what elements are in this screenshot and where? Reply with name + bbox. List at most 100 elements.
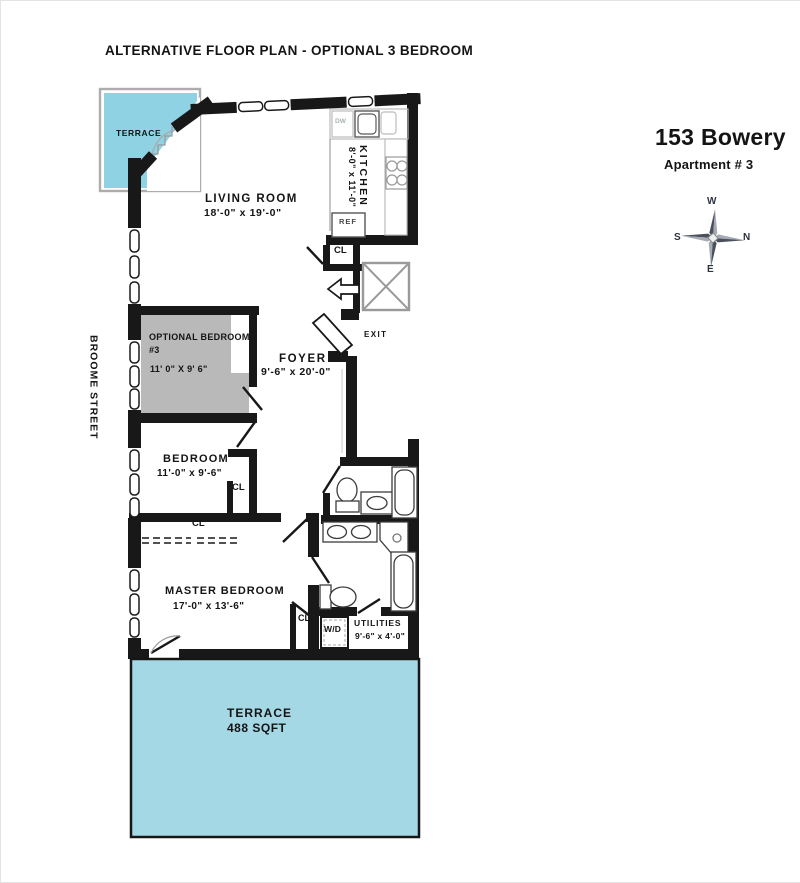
door-leaves [150,246,381,655]
kitchen-bottom-wall [326,235,418,245]
door-bathroom-2 [310,556,331,584]
window-icon [129,281,140,304]
kitchen-right-wall [407,93,418,243]
exit-label: EXIT [364,330,388,339]
toilet-tank [335,500,360,513]
kitchen-label: KITCHEN [357,145,369,208]
building-name: 153 Bowery [655,124,786,150]
window-icon [129,341,140,364]
foyer-label: FOYER [279,353,327,365]
apartment-number: Apartment # 3 [664,157,754,172]
bathroom-1-fixtures [335,466,418,519]
stove-icon [385,156,408,190]
door-kitchen-closet [306,246,324,265]
window-icon [129,497,140,518]
optional-bedroom-bottom-wall [128,413,257,423]
window-icon [129,473,140,496]
terrace-door-swing-arc [150,635,181,654]
compass-rose [681,209,745,267]
kitchen-counter [329,108,409,140]
living-room-dims: 18'-0" x 19'-0" [204,207,282,219]
closet-label-master: CL [298,613,310,623]
door-master-bedroom [282,518,308,543]
bedroom-label: BEDROOM [163,453,229,465]
exit-door-leaf [311,312,354,356]
compass-west-label: W [707,196,717,207]
master-closet-wall [290,604,296,649]
window-icon [263,99,290,112]
window-icon [129,617,140,638]
page-title: ALTERNATIVE FLOOR PLAN - OPTIONAL 3 BEDR… [105,43,474,58]
bathroom-2-fixtures [319,521,417,612]
sink-icon [350,524,372,540]
compass-east-label: E [707,264,714,275]
diagonal-wall [170,96,215,133]
left-wall [128,518,141,568]
refrigerator-label: REF [339,217,357,226]
kitchen-label-block: KITCHEN 8'-0" x 11'-0" [347,145,369,207]
door-utilities [357,597,381,615]
compass-north-label: N [743,232,751,243]
upper-terrace [98,87,202,193]
sink-icon [326,524,348,540]
foyer-right-wall [346,356,357,459]
upper-terrace-label: TERRACE [116,128,162,138]
left-windows [129,229,140,638]
washer-dryer [320,616,349,649]
shower-icon [379,521,409,555]
dishwasher-label: DW [335,118,346,125]
kitchen-sink-icon [354,110,380,138]
window-icon [129,593,140,616]
entry-arrow-icon [326,277,360,301]
kitchen-dims: 8'-0" x 11'-0" [347,147,357,208]
bedroom-dims: 11'-0" x 9'-6" [157,468,222,479]
door-bedroom [236,421,256,448]
window-icon [129,229,140,253]
bottom-wall [179,649,419,659]
closet-label-kitchen: CL [334,245,347,256]
washer-dryer-label: W/D [324,624,342,634]
optional-bedroom-dims: 11' 0" X 9' 6" [150,364,208,374]
master-bedroom-dims: 17'-0" x 13'-6" [173,601,245,612]
lower-terrace-floor [129,657,421,839]
hall-wall [129,513,281,522]
optional-bedroom-room [141,315,249,413]
lower-terrace-label: TERRACE [227,706,293,720]
window-icon [129,365,140,388]
closet-label-hall: CL [192,518,205,529]
right-wall [408,439,419,659]
utilities-label: UTILITIES [354,618,402,628]
master-bedroom-label: MASTER BEDROOM [165,585,285,597]
door-optional-bedroom [242,386,263,411]
foyer-dims: 9'-6" x 20'-0" [261,366,331,378]
optional-bedroom-closet [231,315,249,373]
bathroom-top-wall [340,457,418,466]
window-icon [129,449,140,472]
washer-dryer-icon [320,616,349,649]
dishwasher-icon [331,110,354,138]
door-terrace [150,634,181,655]
optional-bedroom-label: OPTIONAL BEDROOM #3 [149,332,250,356]
optional-bedroom-top-wall [128,306,259,315]
window-icon [129,569,140,592]
window-icon [237,101,264,113]
lower-terrace-area: 488 SQFT [227,721,287,735]
compass-south-label: S [674,232,681,243]
sink-icon [366,495,388,511]
living-room-label: LIVING ROOM [205,193,298,205]
street-label: BROOME STREET [87,335,100,440]
kitchen-fixtures [329,108,409,238]
utilities-dims: 9'-6" x 4'-0" [355,631,406,641]
core-elements [311,261,411,453]
window-icon [129,255,140,279]
refrigerator-icon [331,212,366,238]
bottom-wall [128,649,149,659]
left-wall [128,158,141,228]
toilet-icon [336,477,358,503]
window-icon [129,388,140,410]
door-master-closet [291,601,311,617]
sliding-closet-doors [142,537,237,544]
toilet-icon [329,586,357,608]
